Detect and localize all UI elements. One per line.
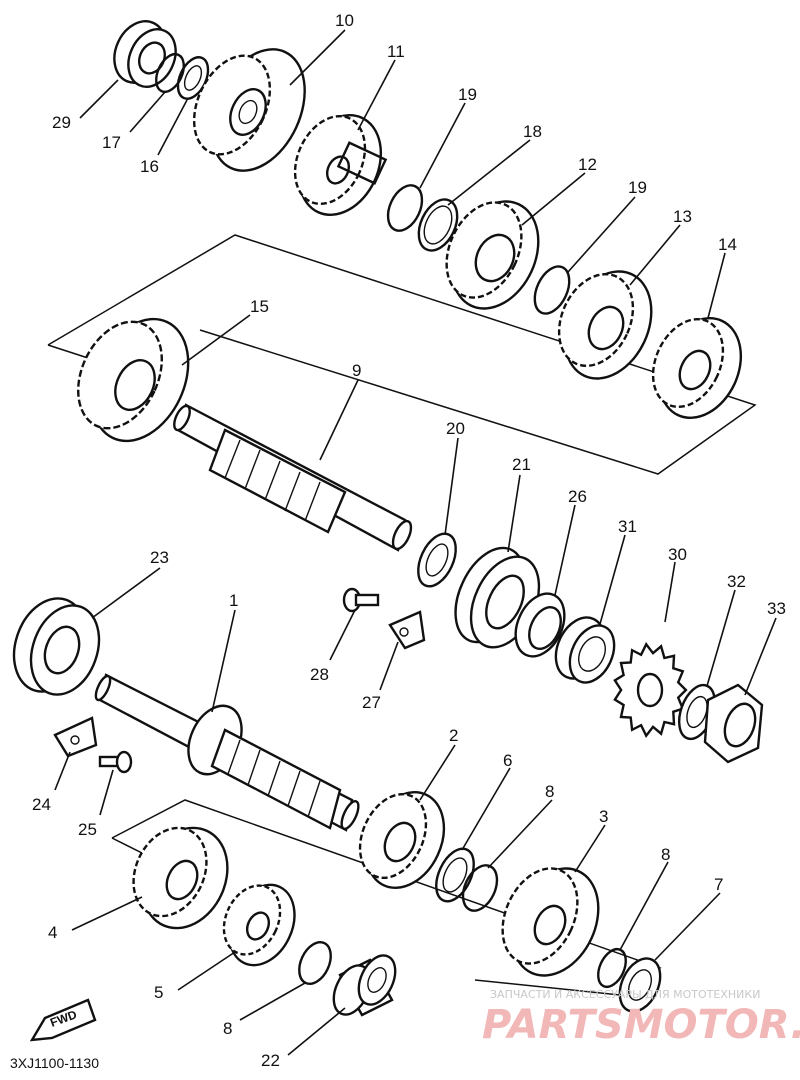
label-31: 31 <box>618 517 637 536</box>
label-17: 17 <box>102 133 121 152</box>
label-9: 9 <box>352 361 361 380</box>
label-16: 16 <box>140 157 159 176</box>
label-32: 32 <box>727 572 746 591</box>
label-33: 33 <box>767 599 786 618</box>
gear-10 <box>192 48 306 172</box>
washer-6 <box>435 847 475 903</box>
circlip-8-upper <box>461 864 499 912</box>
leader-lines <box>54 29 777 1056</box>
label-8a: 8 <box>545 782 554 801</box>
label-14: 14 <box>718 235 737 254</box>
upper-group-outline <box>47 234 757 475</box>
gear-5 <box>222 883 296 967</box>
label-6: 6 <box>503 751 512 770</box>
label-12: 12 <box>578 155 597 174</box>
label-20: 20 <box>446 419 465 438</box>
label-5: 5 <box>154 983 163 1002</box>
label-27: 27 <box>362 693 381 712</box>
label-8c: 8 <box>223 1019 232 1038</box>
gear-4 <box>132 826 229 930</box>
washer-18 <box>417 198 459 252</box>
label-13: 13 <box>673 207 692 226</box>
washer-20 <box>417 532 457 588</box>
screw-25 <box>98 750 133 774</box>
label-7: 7 <box>714 875 723 894</box>
plate-24 <box>53 716 98 758</box>
label-23: 23 <box>150 548 169 567</box>
plate-27 <box>388 610 426 650</box>
fwd-arrow-icon: FWD <box>29 998 97 1042</box>
bearing-23 <box>12 597 101 696</box>
diagram-code: 3XJ1100-1130 <box>10 1055 99 1071</box>
label-11: 11 <box>387 42 405 61</box>
sprocket-30 <box>613 642 688 738</box>
label-19b: 19 <box>628 178 647 197</box>
sprocket-teeth <box>613 642 688 738</box>
label-8b: 8 <box>661 845 670 864</box>
label-10: 10 <box>335 11 354 30</box>
watermark-line1: ЗАПЧАСТИ И АКСЕССУАРЫ ДЛЯ МОТОТЕХНИКИ <box>490 988 760 1001</box>
sprocket-hub <box>636 672 664 708</box>
label-4: 4 <box>48 923 57 942</box>
label-22: 22 <box>261 1051 280 1070</box>
circlip-19-lower <box>533 265 571 315</box>
spacer-31 <box>554 616 616 684</box>
label-1: 1 <box>229 591 238 610</box>
gear-11 <box>293 114 388 216</box>
bearing-22 <box>332 954 397 1017</box>
gear-3 <box>501 867 600 977</box>
circlip-19-upper <box>386 184 424 232</box>
nut-33 <box>703 683 764 764</box>
part-labels: 10 11 19 18 12 19 13 14 15 9 20 21 26 31… <box>32 11 786 1070</box>
collar-26 <box>514 592 566 658</box>
label-29: 29 <box>52 113 71 132</box>
label-3: 3 <box>599 807 608 826</box>
gear-14 <box>651 317 743 419</box>
label-26: 26 <box>568 487 587 506</box>
drive-axle-9 <box>173 403 413 552</box>
washer-7 <box>618 957 662 1013</box>
watermark-line2: PARTSMOTOR.RU <box>482 1002 800 1048</box>
gear-12 <box>445 200 540 310</box>
gear-2 <box>358 790 446 890</box>
gear-13 <box>557 270 653 380</box>
watermark: ЗАПЧАСТИ И АКСЕССУАРЫ ДЛЯ МОТОТЕХНИКИ PA… <box>482 988 800 1048</box>
label-28: 28 <box>310 665 329 684</box>
label-24: 24 <box>32 795 51 814</box>
gear-15 <box>77 317 190 443</box>
label-15: 15 <box>250 297 269 316</box>
label-18: 18 <box>523 122 542 141</box>
circlip-8-lower <box>298 941 332 985</box>
circlip-17 <box>155 52 185 94</box>
label-19a: 19 <box>458 85 477 104</box>
label-25: 25 <box>78 820 97 839</box>
label-21: 21 <box>512 455 531 474</box>
screw-28 <box>342 587 380 613</box>
main-axle-1 <box>94 673 360 832</box>
label-2: 2 <box>449 726 458 745</box>
label-30: 30 <box>668 545 687 564</box>
